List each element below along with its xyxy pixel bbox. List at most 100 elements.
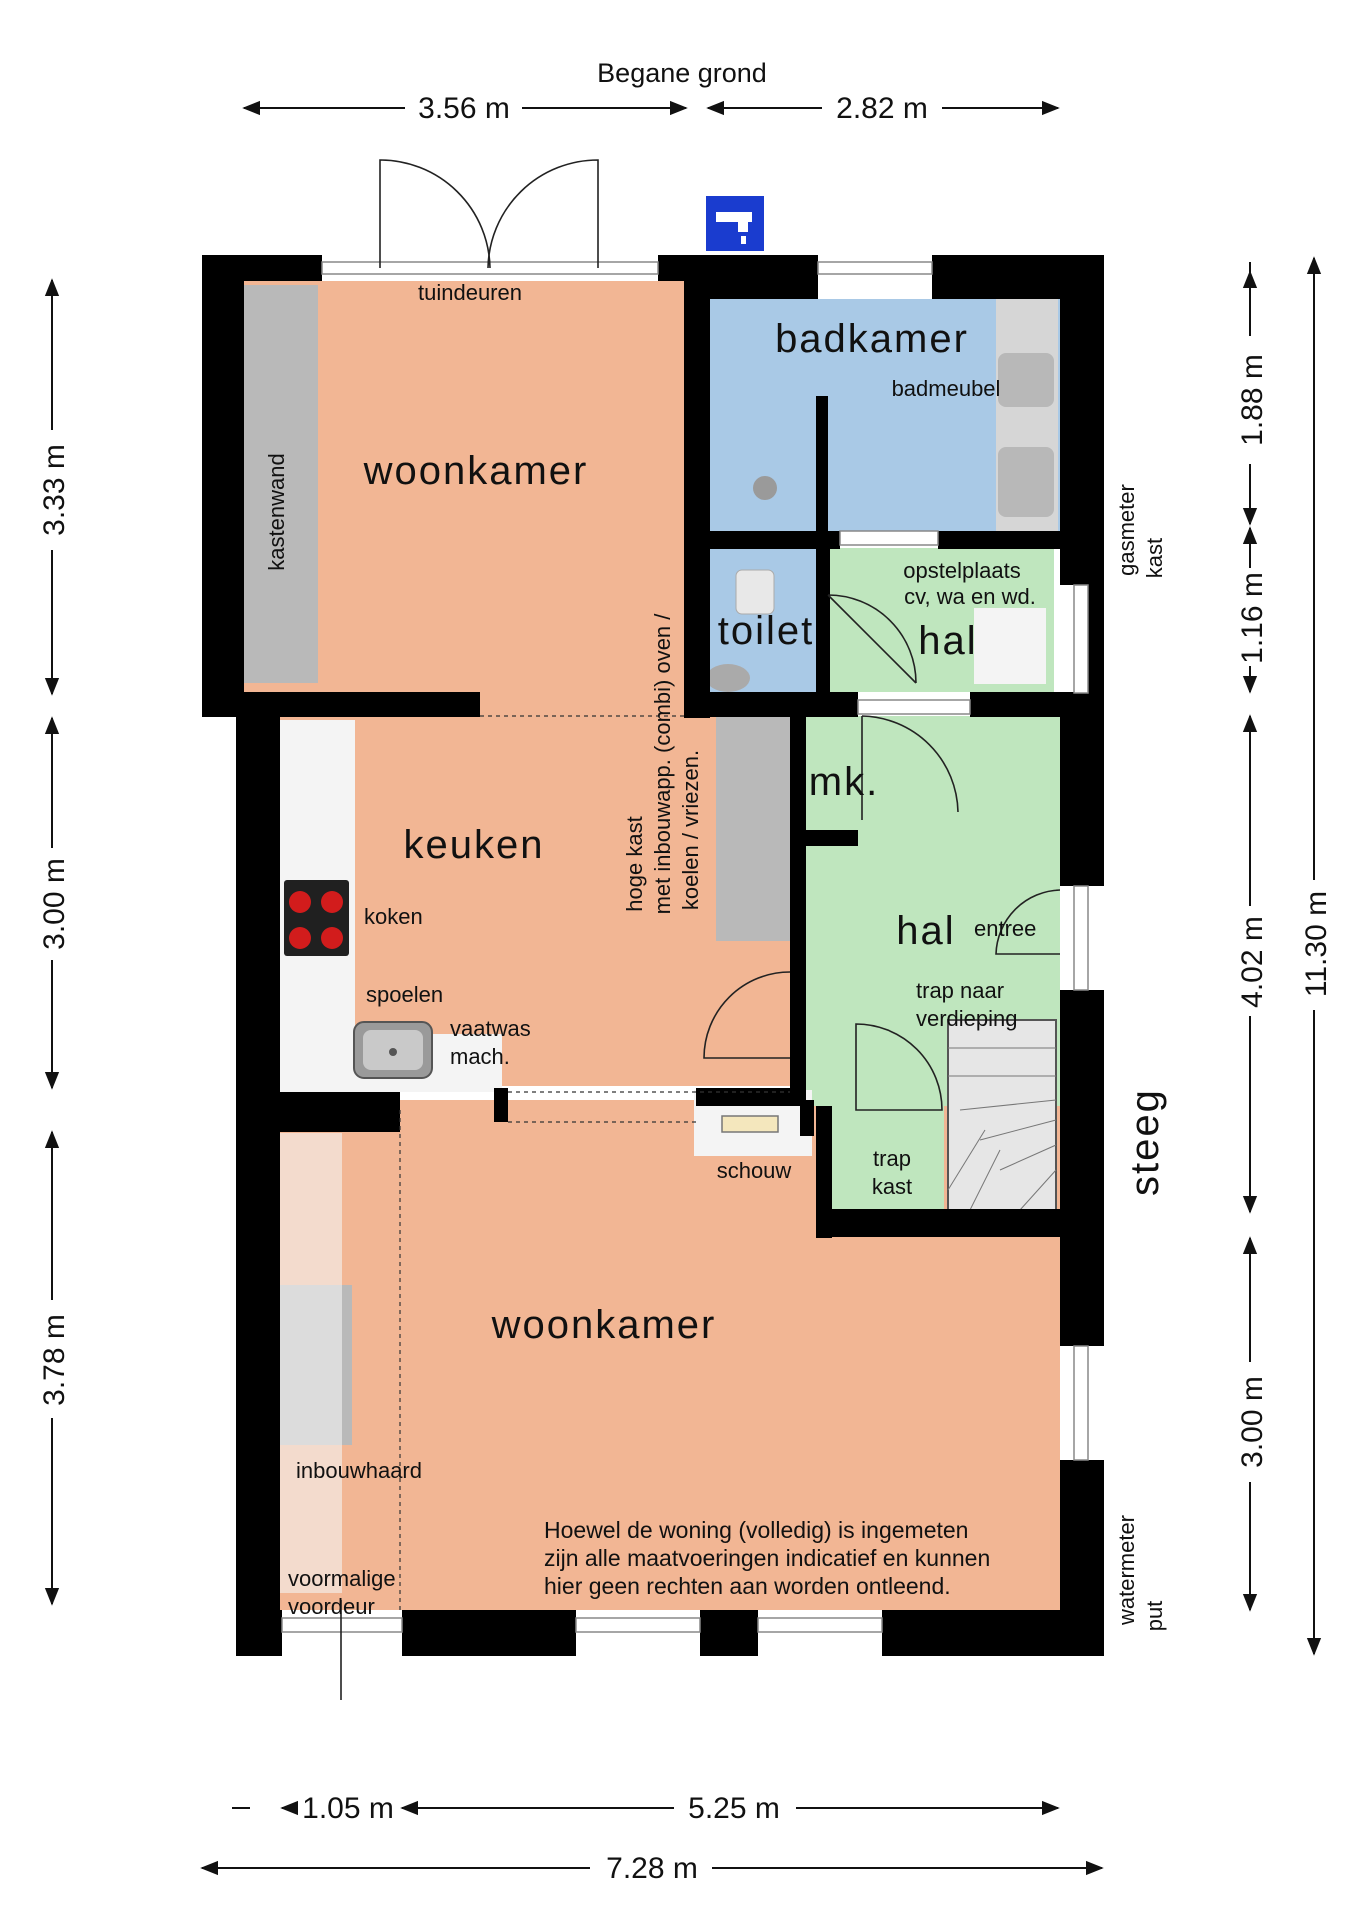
stairs-icon bbox=[947, 1019, 1057, 1211]
sanitary bbox=[284, 353, 1054, 1079]
windows bbox=[281, 261, 1089, 1633]
wall bbox=[494, 1088, 508, 1122]
dim-right-4: 3.00 m bbox=[1236, 1376, 1269, 1468]
wall bbox=[970, 692, 1104, 717]
stair-step bbox=[1019, 1169, 1057, 1211]
wall bbox=[402, 1610, 576, 1656]
stair-step bbox=[947, 1129, 986, 1191]
label-verdieping: verdieping bbox=[916, 1006, 1018, 1031]
wall bbox=[882, 1610, 1104, 1656]
label-opstelplaats: opstelplaats bbox=[903, 558, 1020, 583]
door-entree bbox=[995, 889, 1061, 955]
hob-burner-1 bbox=[289, 891, 311, 913]
door-mk bbox=[861, 715, 959, 820]
dim-bottom-total: 7.28 m bbox=[606, 1852, 698, 1885]
label-kastenwand: kastenwand bbox=[264, 453, 289, 570]
wall bbox=[684, 281, 710, 718]
label-opstelplaats-2: cv, wa en wd. bbox=[904, 584, 1036, 609]
label-hoge-kast-2: met inbouwapp. (combi) oven / bbox=[650, 613, 675, 915]
label-voordeur: voordeur bbox=[288, 1594, 375, 1619]
hob-burner-2 bbox=[321, 891, 343, 913]
room-name-hal-main: hal bbox=[896, 909, 955, 953]
wall bbox=[710, 531, 840, 549]
label-schouw: schouw bbox=[717, 1158, 792, 1183]
dim-left-2: 3.00 m bbox=[38, 858, 71, 950]
wall bbox=[800, 1100, 814, 1136]
dim-right-total: 11.30 m bbox=[1300, 891, 1333, 997]
wall bbox=[806, 830, 858, 846]
label-entree: entree bbox=[974, 916, 1036, 941]
window bbox=[839, 530, 939, 546]
doors bbox=[340, 159, 1061, 1700]
dim-right-2: 1.16 m bbox=[1236, 572, 1269, 664]
wall bbox=[202, 255, 244, 717]
stair-step bbox=[999, 1144, 1057, 1171]
label-trap-naar: trap naar bbox=[916, 978, 1004, 1003]
window bbox=[817, 261, 933, 275]
window bbox=[1073, 885, 1089, 991]
label-inbouwhaard: inbouwhaard bbox=[296, 1458, 422, 1483]
dim-right-3: 4.02 m bbox=[1236, 916, 1269, 1008]
wall bbox=[236, 1610, 282, 1656]
labels: Begane grond woonkamer badkamer toilet h… bbox=[38, 58, 1333, 1885]
label-vaatwas: vaatwas bbox=[450, 1016, 531, 1041]
wall bbox=[236, 716, 280, 1656]
wash-basin-2 bbox=[998, 447, 1054, 517]
wall bbox=[684, 692, 858, 717]
dim-bottom-1: 1.05 m bbox=[302, 1792, 394, 1825]
water-tap-bg bbox=[706, 196, 764, 251]
water-tap-spout bbox=[738, 212, 748, 232]
disclaimer-line-1: Hoewel de woning (volledig) is ingemeten bbox=[544, 1517, 968, 1543]
wall bbox=[1060, 990, 1104, 1346]
dim-top-left: 3.56 m bbox=[418, 92, 510, 125]
stair-step bbox=[979, 1119, 1057, 1141]
label-koken: koken bbox=[364, 904, 423, 929]
plan-title: Begane grond bbox=[597, 58, 767, 88]
shower-drain-icon bbox=[753, 476, 777, 500]
label-badmeubel: badmeubel bbox=[892, 376, 1001, 401]
wall bbox=[700, 1610, 758, 1656]
dim-left-1: 3.33 m bbox=[38, 444, 71, 536]
water-tap-icon bbox=[706, 196, 764, 251]
window bbox=[857, 699, 971, 715]
door-trap bbox=[855, 1023, 943, 1111]
label-hoge-kast-3: koelen / vriezen. bbox=[678, 750, 703, 910]
dim-left-3: 3.78 m bbox=[38, 1314, 71, 1406]
wall bbox=[690, 255, 818, 299]
dim-bottom-2: 5.25 m bbox=[688, 1792, 780, 1825]
room-name-badkamer: badkamer bbox=[775, 317, 969, 361]
room-name-woonkamer-top: woonkamer bbox=[363, 449, 589, 493]
stair-step bbox=[969, 1149, 1001, 1211]
label-trap: trap bbox=[873, 1146, 911, 1171]
schouw-fire bbox=[721, 1115, 779, 1133]
hob-burner-4 bbox=[321, 927, 343, 949]
label-watermeter-put: put bbox=[1142, 1601, 1167, 1632]
room-name-woonkamer-bottom: woonkamer bbox=[491, 1303, 717, 1347]
room-name-toilet: toilet bbox=[718, 609, 815, 653]
wall bbox=[816, 1209, 1060, 1237]
room-name-hal-top: hal bbox=[918, 619, 977, 663]
window bbox=[575, 1617, 701, 1633]
label-spoelen: spoelen bbox=[366, 982, 443, 1007]
room-name-steeg: steeg bbox=[1123, 1088, 1167, 1196]
water-tap-pipe bbox=[716, 212, 752, 222]
door-keuken-hal bbox=[703, 971, 791, 1059]
wall bbox=[938, 531, 1060, 549]
sink-drain bbox=[389, 1048, 397, 1056]
hoge-kast-cabinet bbox=[716, 716, 790, 941]
label-vaatwas-2: mach. bbox=[450, 1044, 510, 1069]
tuindeur-left bbox=[379, 159, 491, 269]
wall bbox=[1060, 716, 1104, 886]
window bbox=[757, 1617, 883, 1633]
wall bbox=[816, 1106, 832, 1238]
dashed-lines bbox=[399, 715, 790, 1610]
wash-basin-1 bbox=[998, 353, 1054, 407]
label-voormalige: voormalige bbox=[288, 1566, 396, 1591]
tuindeur-right bbox=[487, 159, 599, 269]
wall bbox=[816, 396, 828, 561]
water-tap-drop bbox=[741, 236, 746, 244]
disclaimer-line-2: zijn alle maatvoeringen indicatief en ku… bbox=[544, 1545, 990, 1571]
floor-trapkast bbox=[832, 1106, 944, 1209]
room-name-keuken: keuken bbox=[404, 823, 545, 867]
